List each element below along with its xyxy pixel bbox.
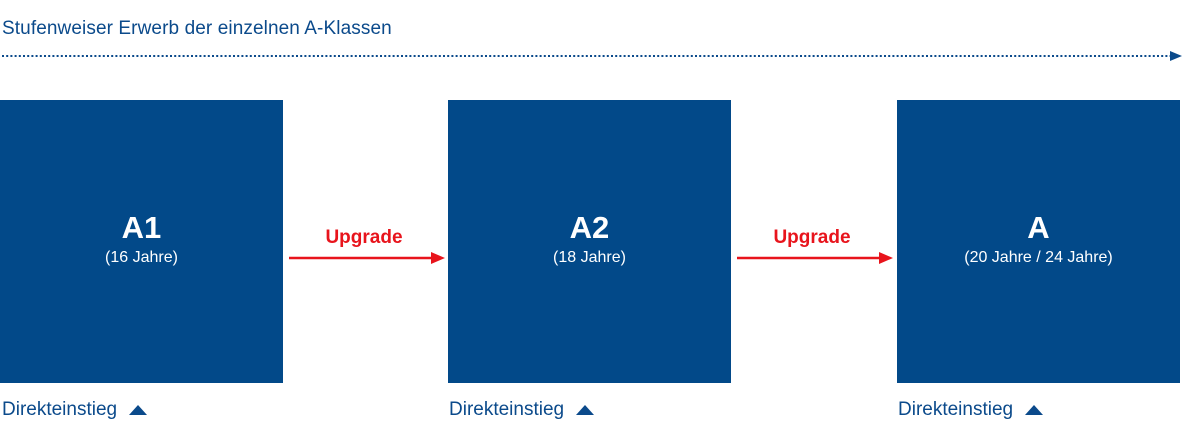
class-age-a: (20 Jahre / 24 Jahre) — [964, 249, 1113, 266]
class-age-a2: (18 Jahre) — [553, 249, 626, 266]
upgrade-label: Upgrade — [773, 227, 851, 248]
upgrade-a1-to-a2: Upgrade — [289, 226, 447, 268]
direct-entry-a-link[interactable]: Direkteinstieg — [898, 397, 1044, 423]
class-name-a: A — [1027, 210, 1050, 245]
class-box-a: A (20 Jahre / 24 Jahre) — [897, 100, 1180, 383]
upgrade-label: Upgrade — [325, 227, 403, 248]
triangle-up-icon — [1025, 405, 1044, 415]
upgrade-a2-to-a: Upgrade — [737, 226, 895, 268]
direct-entry-label: Direkteinstieg — [2, 399, 118, 420]
arrow-right-icon — [289, 252, 445, 264]
direct-entry-a2-link[interactable]: Direkteinstieg — [449, 397, 595, 423]
class-name-a1: A1 — [121, 210, 162, 245]
class-box-a2: A2 (18 Jahre) — [448, 100, 731, 383]
diagram-title: Stufenweiser Erwerb der einzelnen A-Klas… — [2, 18, 392, 39]
direct-entry-label: Direkteinstieg — [449, 399, 565, 420]
triangle-up-icon — [129, 405, 148, 415]
arrow-right-icon — [737, 252, 893, 264]
direct-entry-a1-link[interactable]: Direkteinstieg — [2, 397, 148, 423]
direct-entry-label: Direkteinstieg — [898, 399, 1014, 420]
class-age-a1: (16 Jahre) — [105, 249, 178, 266]
triangle-up-icon — [576, 405, 595, 415]
class-name-a2: A2 — [569, 210, 610, 245]
class-box-a1: A1 (16 Jahre) — [0, 100, 283, 383]
timeline-dotted-arrow-icon — [2, 51, 1182, 61]
